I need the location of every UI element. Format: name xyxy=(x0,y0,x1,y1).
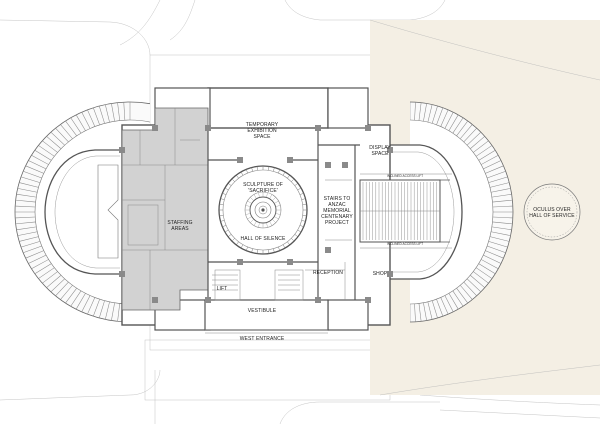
staff-partitions xyxy=(122,108,208,310)
sculpture-label-1: SCULPTURE OF xyxy=(243,182,283,188)
vestibule-label: VESTIBULE xyxy=(248,308,277,314)
display-space-label-1: DISPLAY xyxy=(369,145,391,151)
display-space-label-2: SPACE xyxy=(371,151,389,157)
stairs-label-1: STAIRS TO xyxy=(324,196,351,202)
structural-columns xyxy=(119,125,393,303)
oculus-label-2: HALL OF SERVICE xyxy=(529,213,575,219)
oculus xyxy=(523,183,581,241)
shop-label: SHOP xyxy=(373,271,388,277)
temporary-exhibition-label-1: TEMPORARY xyxy=(246,122,279,128)
lift-label: LIFT xyxy=(217,286,228,292)
west-entrance-label: WEST ENTRANCE xyxy=(240,336,285,342)
temporary-exhibition-label-2: EXHIBITION xyxy=(247,128,277,134)
inclined-lift-label-bottom: INCLINED ACCESS LIFT xyxy=(387,242,423,246)
staffing-areas-label-2: AREAS xyxy=(171,226,189,232)
west-entrance-steps xyxy=(205,329,328,334)
inclined-lift-label-top: INCLINED ACCESS LIFT xyxy=(387,174,423,178)
staffing-areas-label-1: STAFFING xyxy=(167,220,192,226)
hall-of-silence-dome xyxy=(218,165,308,255)
stairs-label-3: MEMORIAL xyxy=(323,208,351,214)
hall-of-silence-label: HALL OF SILENCE xyxy=(241,236,287,242)
stairs-label-2: ANZAC xyxy=(328,202,346,208)
stairs-label-5: PROJECT xyxy=(325,220,349,226)
oculus-label-1: OCULUS OVER xyxy=(533,207,571,213)
reception-label: RECEPTION xyxy=(313,270,343,276)
sculpture-label-2: 'SACRIFICE' xyxy=(248,188,278,194)
left-apse xyxy=(44,149,125,275)
interior-partitions xyxy=(207,128,360,301)
stairs-label-4: CENTENARY xyxy=(321,214,353,220)
temporary-exhibition-label-3: SPACE xyxy=(253,134,271,140)
centenary-stairs xyxy=(359,173,452,249)
